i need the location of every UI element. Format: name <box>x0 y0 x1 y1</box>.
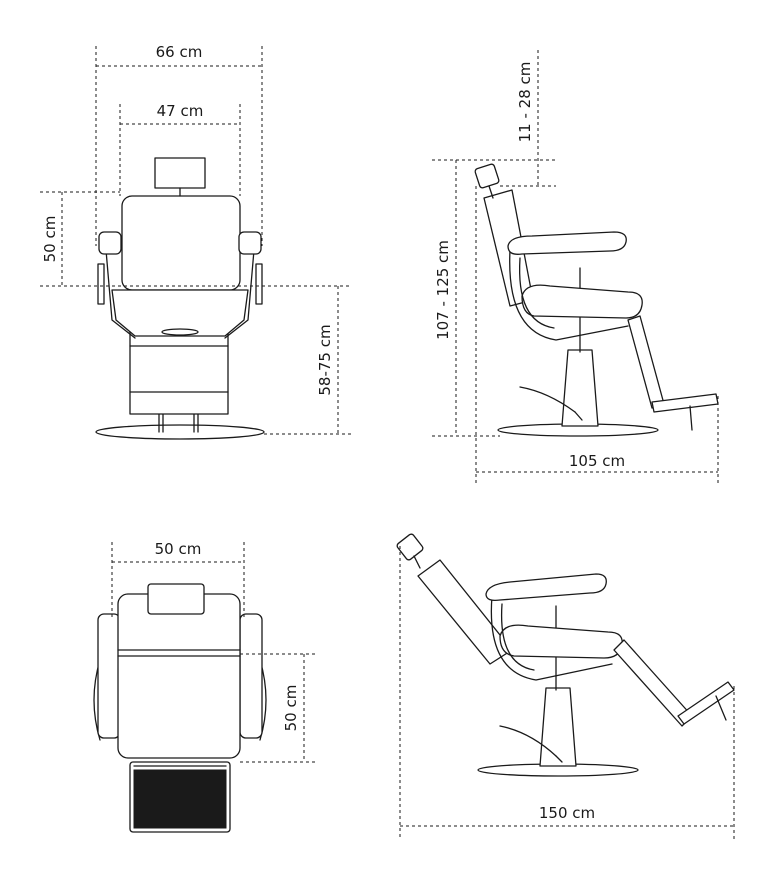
top-view <box>93 583 267 833</box>
front-seat-width-label: 47 cm <box>157 102 204 120</box>
front-dimensions: 66 cm 47 cm 50 cm 58-75 cm <box>40 43 352 435</box>
side-total-height-label: 107 - 125 cm <box>434 240 452 340</box>
top-seat <box>117 593 241 759</box>
reclined-foot-pedal <box>499 725 557 757</box>
front-base-disc <box>95 424 265 440</box>
side-armrest <box>507 231 627 255</box>
side-legrest <box>627 315 665 409</box>
top-left-armrest <box>97 613 121 739</box>
reclined-footrest <box>677 681 735 725</box>
top-dimensions: 50 cm 50 cm <box>111 540 318 763</box>
side-dimensions: 11 - 28 cm 107 - 125 cm 105 cm <box>432 50 719 486</box>
reclined-hydraulic-column <box>539 687 577 767</box>
reclined-legrest <box>613 639 693 727</box>
front-backrest-height-label: 50 cm <box>41 216 59 263</box>
side-foot-pedal <box>519 386 576 413</box>
front-backrest <box>121 195 241 291</box>
side-seat-cushion <box>521 284 643 319</box>
side-depth-label: 105 cm <box>569 452 625 470</box>
side-frame <box>509 249 629 341</box>
side-hydraulic-column <box>561 349 599 427</box>
reclined-backrest <box>417 559 513 665</box>
side-headrest-adjust-label: 11 - 28 cm <box>516 62 534 143</box>
reclined-dimensions: 150 cm <box>399 546 735 840</box>
reclined-seat-cushion <box>499 624 623 659</box>
top-footrest-grip <box>133 769 227 829</box>
front-overall-width-label: 66 cm <box>156 43 203 61</box>
front-seat-cushion <box>111 289 249 337</box>
reclined-armrest <box>485 573 607 602</box>
reclined-length-label: 150 cm <box>539 804 595 822</box>
front-right-armrest <box>238 231 262 255</box>
front-headrest <box>154 157 206 189</box>
reclined-headrest <box>396 533 424 561</box>
reclined-view <box>396 533 735 777</box>
top-headrest <box>147 583 205 615</box>
front-view <box>95 157 265 440</box>
top-depth-label: 50 cm <box>282 685 300 732</box>
top-right-armrest <box>239 613 263 739</box>
front-seat-height-label: 58-75 cm <box>316 324 334 395</box>
top-width-label: 50 cm <box>155 540 202 558</box>
side-view <box>474 163 719 437</box>
reclined-frame <box>490 595 613 681</box>
front-left-armrest <box>98 231 122 255</box>
side-headrest <box>474 163 500 189</box>
